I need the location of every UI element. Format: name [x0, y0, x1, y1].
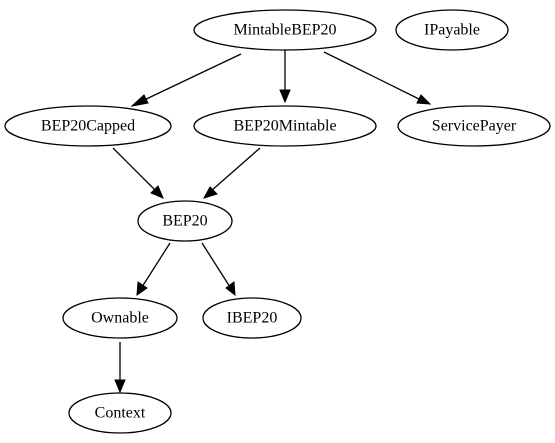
edge-bep20capped-bep20 — [112, 147, 164, 199]
edge-bep20-ibep20 — [201, 242, 236, 297]
node-context[interactable]: Context — [68, 392, 172, 434]
nodes: MintableBEP20 IPayable BEP20Capped BEP20… — [4, 9, 551, 434]
node-label: ServicePayer — [432, 118, 517, 135]
edge-bep20-ownable — [136, 242, 171, 297]
node-label: BEP20 — [162, 213, 207, 230]
node-servicepayer[interactable]: ServicePayer — [397, 105, 551, 147]
node-label: IBEP20 — [227, 310, 278, 327]
node-bep20mintable[interactable]: BEP20Mintable — [193, 105, 377, 147]
node-label: BEP20Mintable — [233, 118, 336, 135]
node-label: MintableBEP20 — [233, 22, 336, 39]
node-ibep20[interactable]: IBEP20 — [202, 297, 302, 339]
node-label: Ownable — [91, 310, 149, 327]
node-label: IPayable — [424, 22, 480, 39]
edge-mintablebep20-bep20capped — [130, 53, 242, 107]
node-ownable[interactable]: Ownable — [62, 297, 178, 339]
node-mintablebep20[interactable]: MintableBEP20 — [193, 9, 377, 51]
edge-bep20mintable-bep20 — [202, 147, 261, 199]
node-label: BEP20Capped — [41, 118, 135, 135]
node-ipayable[interactable]: IPayable — [395, 9, 509, 51]
node-label: Context — [95, 405, 146, 422]
edge-mintablebep20-bep20mintable — [279, 50, 291, 104]
edge-ownable-context — [114, 342, 126, 394]
node-bep20[interactable]: BEP20 — [137, 200, 233, 242]
node-bep20capped[interactable]: BEP20Capped — [4, 105, 172, 147]
edge-mintablebep20-servicepayer — [323, 51, 432, 105]
edges — [112, 50, 432, 394]
